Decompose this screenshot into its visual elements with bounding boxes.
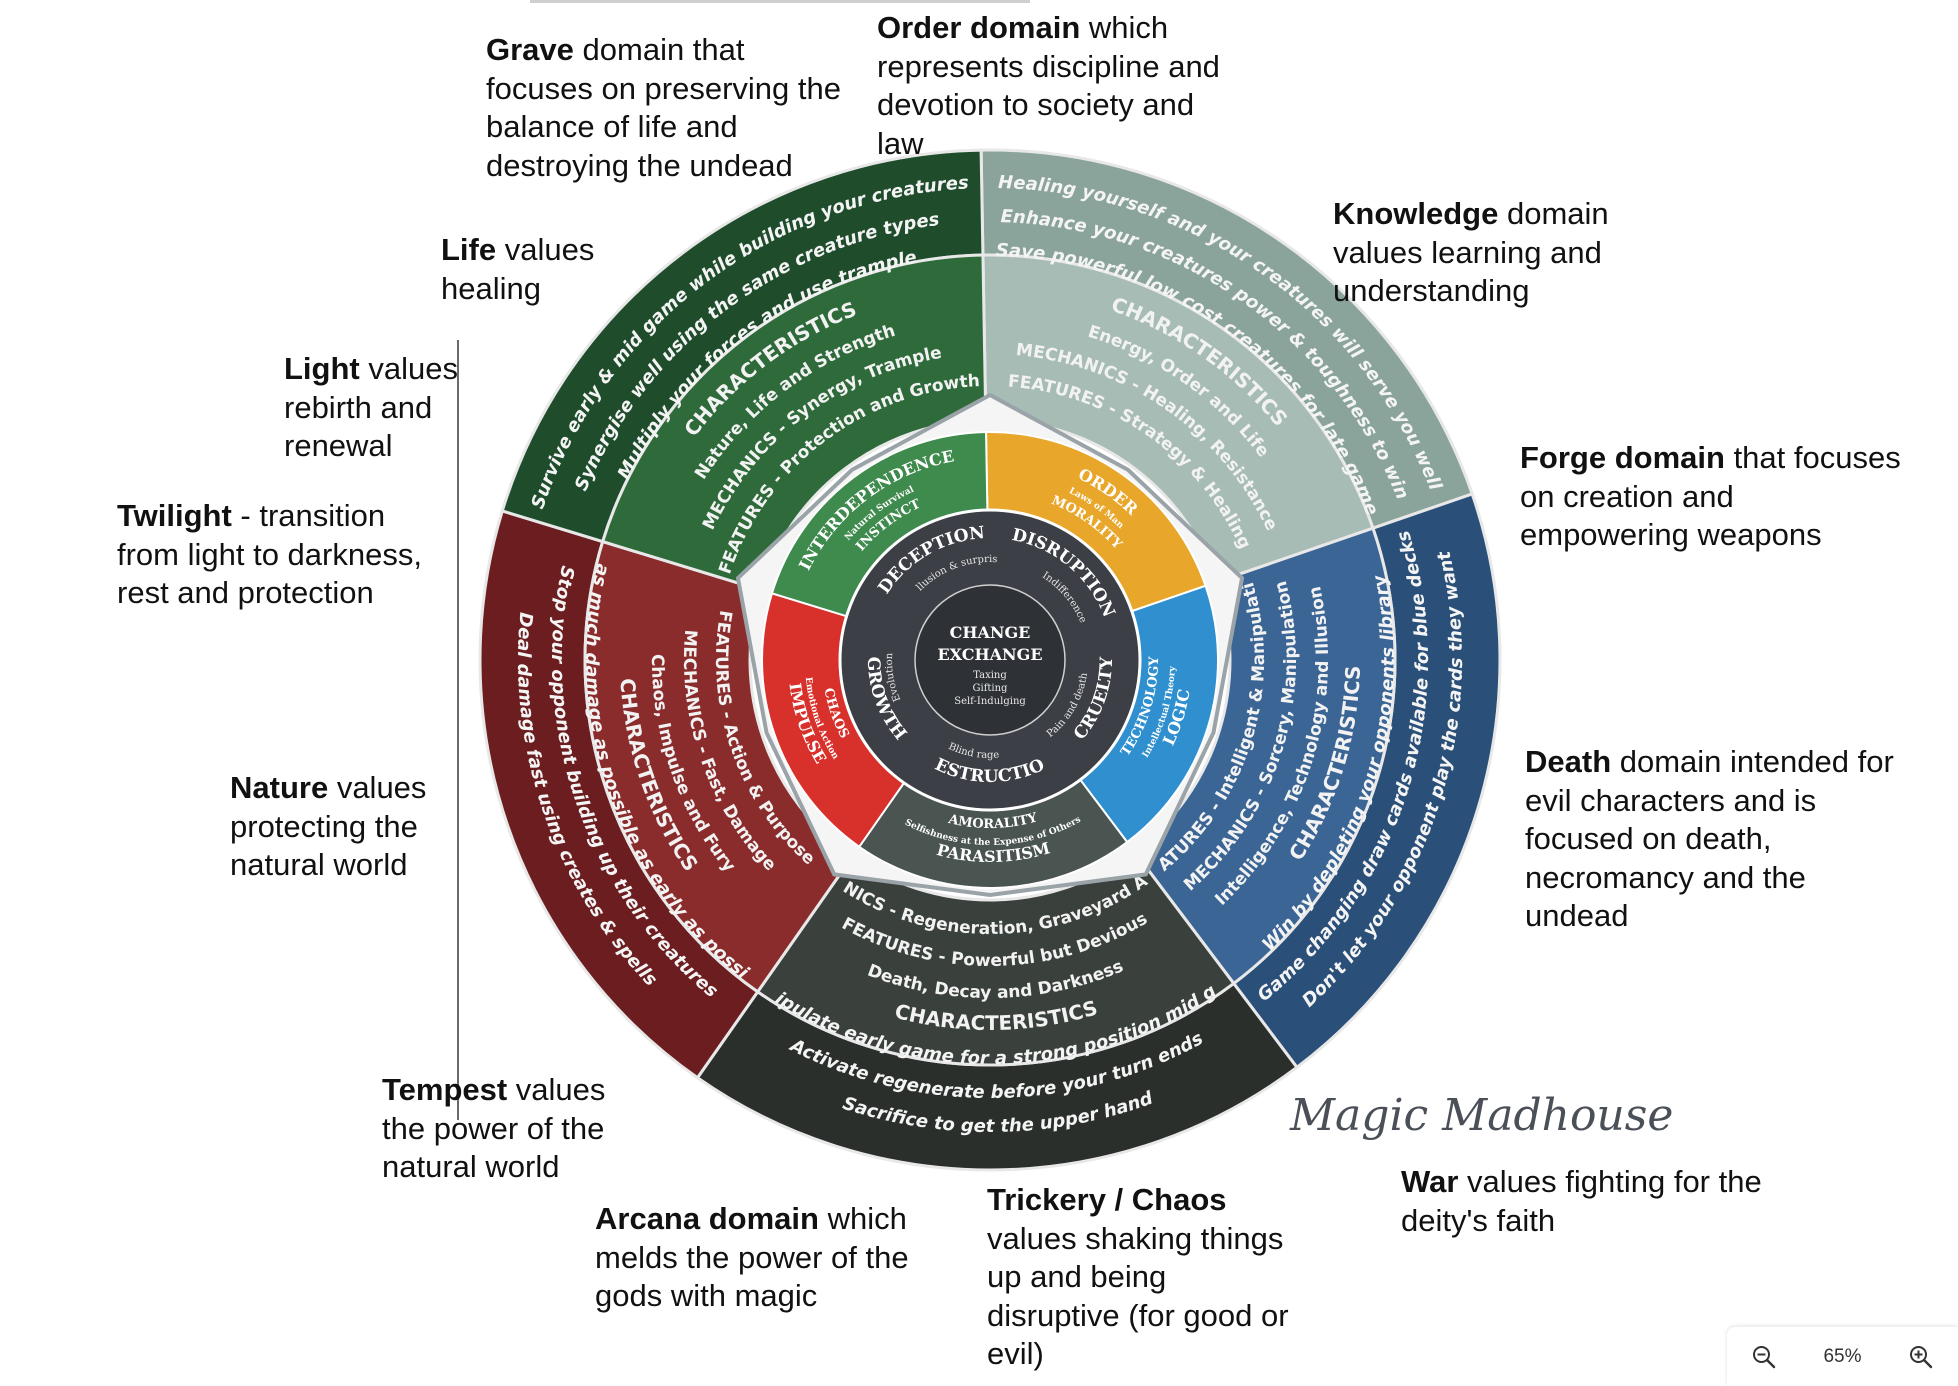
annotation-trickery: Trickery / Chaos values shaking things u… xyxy=(987,1181,1292,1374)
annotation-order-title: Order domain xyxy=(877,10,1081,45)
annotation-arcana-title: Arcana domain xyxy=(595,1201,819,1236)
middle-sector-logic xyxy=(1132,526,1397,986)
zoom-level: 65% xyxy=(1823,1345,1862,1367)
annotation-order: Order domain which represents discipline… xyxy=(877,9,1237,163)
annotation-tempest-title: Tempest xyxy=(382,1072,508,1107)
annotation-tempest: Tempest values the power of the natural … xyxy=(382,1071,642,1187)
annotation-life: Life values healing xyxy=(441,231,641,308)
annotation-death: Death domain intended for evil character… xyxy=(1525,743,1905,936)
annotation-nature-text: values protecting the natural world xyxy=(230,770,427,882)
annotation-trickery-text: values shaking things up and being disru… xyxy=(987,1220,1289,1372)
annotation-forge-title: Forge domain xyxy=(1520,440,1725,475)
annotation-tempest-text: values the power of the natural world xyxy=(382,1072,606,1184)
annotation-war-title: War xyxy=(1401,1164,1459,1199)
middle-sector-chaos xyxy=(583,539,855,994)
annotation-light-text: values rebirth and renewal xyxy=(284,351,458,463)
annotation-trickery-title: Trickery / Chaos xyxy=(987,1182,1227,1217)
annotation-forge: Forge domain that focuses on creation an… xyxy=(1520,439,1905,555)
annotation-knowledge-text: domain values learning and understanding xyxy=(1333,196,1609,308)
core-center-title: CHANGE xyxy=(950,623,1031,642)
annotation-light: Light values rebirth and renewal xyxy=(284,350,484,466)
core-center xyxy=(914,584,1066,736)
zoom-out-icon[interactable] xyxy=(1749,1342,1779,1372)
annotation-knowledge-title: Knowledge xyxy=(1333,196,1499,231)
middle-sector-order-life xyxy=(981,253,1375,584)
annotation-arcana-text: which melds the power of the gods with m… xyxy=(595,1201,909,1313)
annotation-grave-text: domain that focuses on preserving the ba… xyxy=(486,32,841,183)
core-center-line: Gifting xyxy=(973,683,1009,694)
inner-label: AMORALITY xyxy=(946,810,1040,832)
zoom-in-icon[interactable] xyxy=(1906,1342,1936,1372)
core-center-line: Taxing xyxy=(973,670,1007,681)
annotation-war: War values fighting for the deity's fait… xyxy=(1401,1163,1781,1240)
annotation-nature: Nature values protecting the natural wor… xyxy=(230,769,470,885)
zoom-controls: 65% xyxy=(1727,1327,1958,1386)
magic-madhouse-logo: Magic Madhouse xyxy=(1289,1090,1673,1141)
annotation-death-text: domain intended for evil characters and … xyxy=(1525,744,1894,933)
annotation-death-title: Death xyxy=(1525,744,1612,779)
middle-sector-nature xyxy=(600,253,988,592)
annotation-light-title: Light xyxy=(284,351,360,386)
annotation-twilight-title: Twilight xyxy=(117,498,232,533)
annotation-knowledge: Knowledge domain values learning and und… xyxy=(1333,195,1663,311)
annotation-war-text: values fighting for the deity's faith xyxy=(1401,1164,1762,1238)
annotation-grave-title: Grave xyxy=(486,32,574,67)
annotation-order-text: which represents discipline and devotion… xyxy=(877,10,1220,161)
annotation-twilight: Twilight - transition from light to dark… xyxy=(117,497,437,613)
annotation-life-title: Life xyxy=(441,232,497,267)
annotation-grave: Grave domain that focuses on preserving … xyxy=(486,31,846,185)
middle-sector-parasitism xyxy=(755,849,1236,1067)
annotation-life-text: values healing xyxy=(441,232,595,306)
annotation-nature-title: Nature xyxy=(230,770,329,805)
annotation-twilight-text: - transition from light to darkness, res… xyxy=(117,498,422,610)
vertical-rule xyxy=(457,340,459,1120)
core-center-line: Self-Indulging xyxy=(954,696,1026,707)
core-center-title: EXCHANGE xyxy=(937,645,1042,664)
annotation-forge-text: that focuses on creation and empowering … xyxy=(1520,440,1901,552)
page-top-edge xyxy=(530,0,1030,3)
annotation-arcana: Arcana domain which melds the power of t… xyxy=(595,1200,955,1316)
